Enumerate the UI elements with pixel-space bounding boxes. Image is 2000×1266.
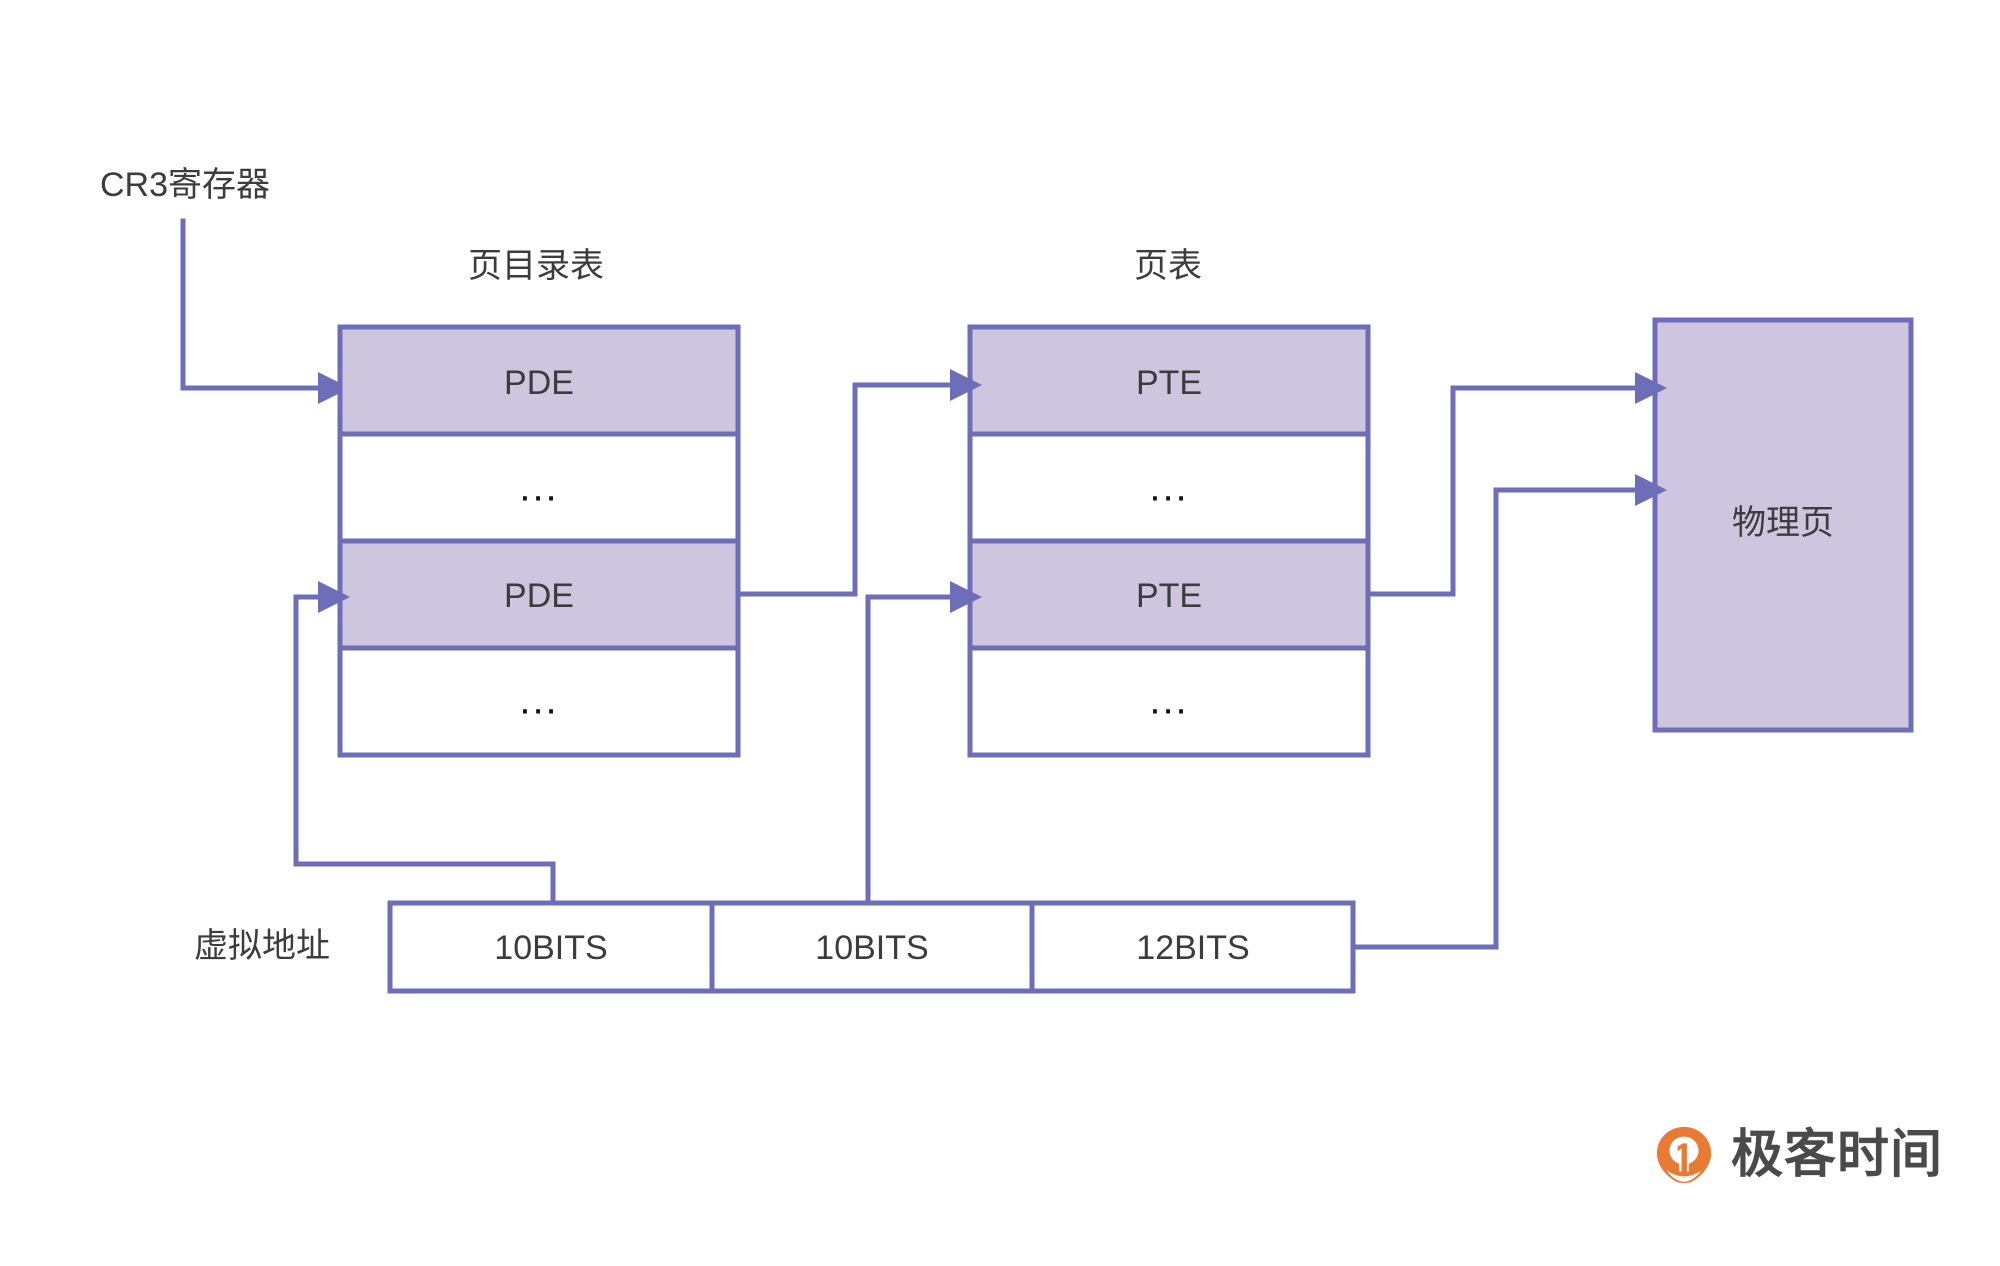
cr3-to-pde-connector — [180, 218, 350, 404]
va-offset-to-physical-page-connector — [1350, 474, 1667, 950]
va-first-to-pde1-connector — [293, 581, 556, 906]
page-directory-row-label: PDE — [504, 364, 574, 402]
page-table: PTE ... PTE ... — [967, 324, 1371, 758]
page-table-row[interactable] — [967, 645, 1371, 758]
virtual-address-label: 虚拟地址 — [194, 927, 330, 965]
page-directory-table: PDE ... PDE ... — [337, 324, 741, 758]
va-segment-label: 10BITS — [815, 929, 928, 967]
va-segment-table-index[interactable] — [709, 900, 1035, 994]
page-table-title: 页表 — [1134, 247, 1202, 285]
page-directory-row[interactable] — [337, 645, 741, 758]
physical-page-box[interactable]: 物理页 — [1652, 317, 1914, 733]
va-segment-offset[interactable] — [1029, 900, 1356, 994]
va-segment-label: 12BITS — [1136, 929, 1249, 967]
page-directory-row-label: PDE — [504, 577, 574, 615]
geektime-brand-logo: 极客时间 — [1653, 1122, 1943, 1188]
pte0-to-physical-page-connector — [1365, 372, 1667, 597]
page-directory-title: 页目录表 — [468, 247, 604, 285]
geektime-brand-name: 极客时间 — [1731, 1126, 1944, 1184]
page-table-row-label: ... — [1149, 466, 1188, 510]
physical-page-label: 物理页 — [1732, 504, 1834, 542]
page-directory-row-label: ... — [519, 679, 558, 723]
pde0-to-pte0-connector — [735, 369, 982, 597]
virtual-address-bar: 10BITS 10BITS 12BITS — [387, 900, 1356, 994]
page-directory-row-label: ... — [519, 466, 558, 510]
page-directory-row[interactable] — [337, 431, 741, 544]
page-table-row[interactable] — [967, 431, 1371, 544]
va-mid-to-pte1-connector — [865, 581, 982, 906]
va-segment-label: 10BITS — [494, 929, 607, 967]
geektime-logo-icon — [1653, 1124, 1715, 1186]
cr3-register-label: CR3寄存器 — [100, 166, 270, 204]
page-table-row-label: PTE — [1136, 577, 1202, 615]
page-table-row-label: PTE — [1136, 364, 1202, 402]
page-table-row-label: ... — [1149, 679, 1188, 723]
